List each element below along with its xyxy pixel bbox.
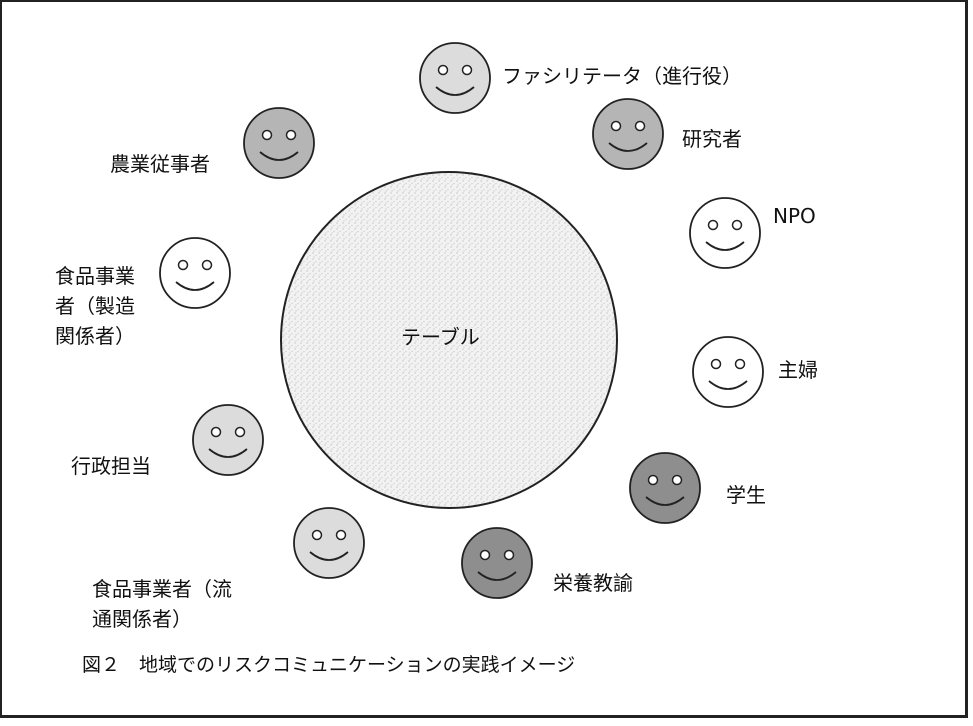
smiley-face-icon-researcher [592,98,664,170]
smiley-face-icon-nutrition-teacher [461,527,533,599]
label-housewife: 主婦 [778,358,818,382]
table-label: テーブル [401,325,480,349]
figure-caption: 図２ 地域でのリスクコミュニケーションの実践イメージ [82,654,576,676]
table-circle [280,171,618,509]
label-food-manufacturing: 食品事業 者（製造 関係者） [55,264,135,348]
smiley-face-icon-food-manufacturing [159,237,231,309]
label-npo: NPO [773,204,816,228]
smiley-face-icon-food-distribution [293,507,365,579]
label-government: 行政担当 [71,454,151,478]
smiley-face-icon-housewife [692,336,764,408]
label-food-distribution: 食品事業者（流 通関係者） [92,577,232,631]
label-student: 学生 [726,483,766,507]
smiley-face-icon-npo [689,197,761,269]
smiley-face-icon-government [192,404,264,476]
label-farmer: 農業従事者 [110,152,210,176]
smiley-face-icon-farmer [243,107,315,179]
label-researcher: 研究者 [682,127,742,151]
smiley-face-icon-student [629,452,701,524]
label-nutrition-teacher: 栄養教諭 [553,571,633,595]
label-facilitator: ファシリテータ（進行役） [502,64,742,88]
smiley-face-icon-facilitator [419,42,491,114]
